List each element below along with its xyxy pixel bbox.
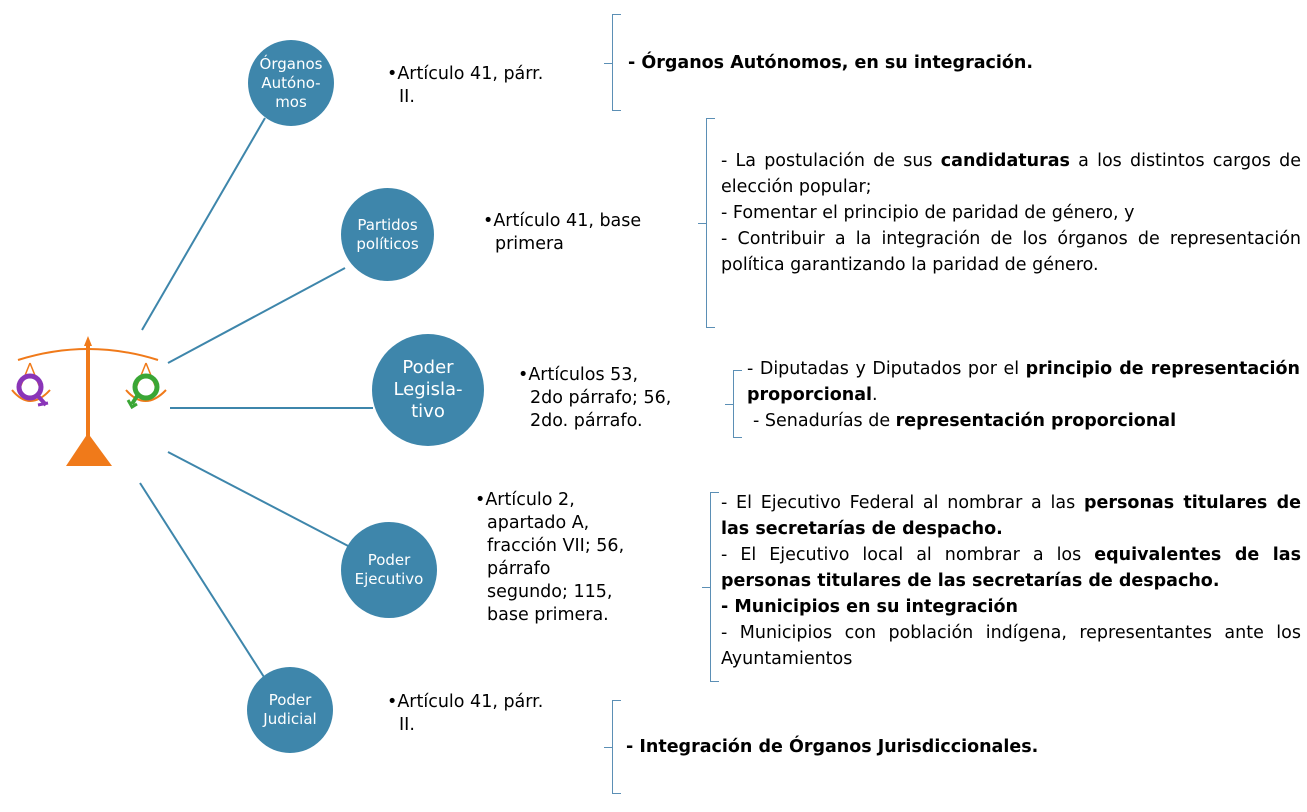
desc-ejecutivo-item-4: - Municipios con población indígena, rep…	[721, 623, 1301, 669]
connector-judicial	[139, 482, 272, 689]
bracket-judicial	[604, 700, 621, 794]
bracket-partidos	[698, 118, 715, 328]
bracket-organos	[604, 14, 621, 111]
desc-partidos-item-1: - La postulación de sus candidaturas a l…	[721, 151, 1302, 197]
connector-organos	[141, 117, 266, 331]
node-poder-legislativo: Poder Legisla- tivo	[372, 334, 484, 446]
desc-legislativo-item-2: - Senadurías de representación proporcio…	[753, 411, 1177, 431]
desc-partidos-item-2: - Fomentar el principio de paridad de gé…	[721, 203, 1135, 223]
node-poder-judicial: Poder Judicial	[247, 667, 333, 753]
bracket-ejecutivo	[702, 492, 719, 682]
article-organos: •Artículo 41, párr. II.	[387, 64, 544, 107]
connector-partidos	[167, 267, 346, 364]
scales-of-justice-icon	[11, 336, 167, 466]
desc-organos: - Órganos Autónomos, en su integración.	[628, 53, 1034, 73]
article-legislativo: •Artículos 53, 2do párrafo; 56, 2do. pár…	[518, 365, 672, 431]
desc-ejecutivo-item-2: - El Ejecutivo local al nombrar a los eq…	[721, 545, 1301, 591]
desc-partidos: - La postulación de sus candidaturas a l…	[721, 148, 1301, 278]
desc-legislativo: - Diputadas y Diputados por el principio…	[747, 356, 1300, 434]
desc-ejecutivo-item-3: - Municipios en su integración	[721, 597, 1019, 617]
desc-partidos-item-3: - Contribuir a la integración de los órg…	[721, 229, 1301, 275]
node-partidos-politicos: Partidos políticos	[341, 188, 434, 281]
article-judicial: •Artículo 41, párr. II.	[387, 692, 544, 735]
node-organos-autonomos: Órganos Autóno- mos	[248, 40, 334, 126]
male-symbol-icon	[126, 373, 160, 410]
desc-ejecutivo: - El Ejecutivo Federal al nombrar a las …	[721, 490, 1301, 672]
desc-legislativo-item-1: - Diputadas y Diputados por el principio…	[747, 359, 1300, 405]
article-ejecutivo: •Artículo 2, apartado A, fracción VII; 5…	[475, 490, 625, 625]
bracket-legislativo	[725, 370, 742, 438]
connector-ejecutivo	[167, 451, 353, 549]
article-partidos: •Artículo 41, base primera	[483, 211, 642, 254]
node-poder-ejecutivo: Poder Ejecutivo	[341, 522, 437, 618]
desc-judicial: - Integración de Órganos Jurisdiccionale…	[626, 737, 1039, 757]
female-symbol-icon	[16, 373, 49, 407]
desc-ejecutivo-item-1: - El Ejecutivo Federal al nombrar a las …	[721, 493, 1301, 539]
